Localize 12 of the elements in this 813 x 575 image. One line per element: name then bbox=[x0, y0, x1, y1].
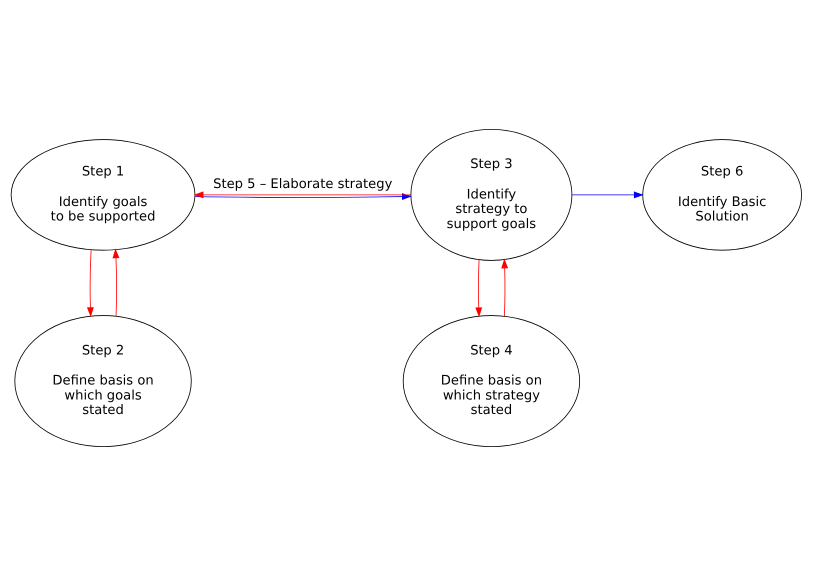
arrow bbox=[86, 248, 94, 317]
node-ellipse: Step 4 Define basis on which strategy stated bbox=[402, 314, 580, 447]
node-ellipse: Step 3 Identify strategy to support goals bbox=[410, 128, 572, 260]
arrow bbox=[194, 190, 411, 198]
arrow bbox=[572, 190, 644, 198]
arrow bbox=[112, 248, 120, 316]
node-ellipse: Step 6 Identify Basic Solution bbox=[642, 138, 802, 250]
node-ellipse: Step 2 Define basis on which goals stated bbox=[14, 314, 192, 447]
arrow bbox=[501, 258, 508, 316]
arrow bbox=[475, 258, 482, 317]
node-ellipse: Step 1 Identify goals to be supported bbox=[10, 138, 196, 250]
edge-label: Step 5 – Elaborate strategy bbox=[213, 176, 392, 192]
